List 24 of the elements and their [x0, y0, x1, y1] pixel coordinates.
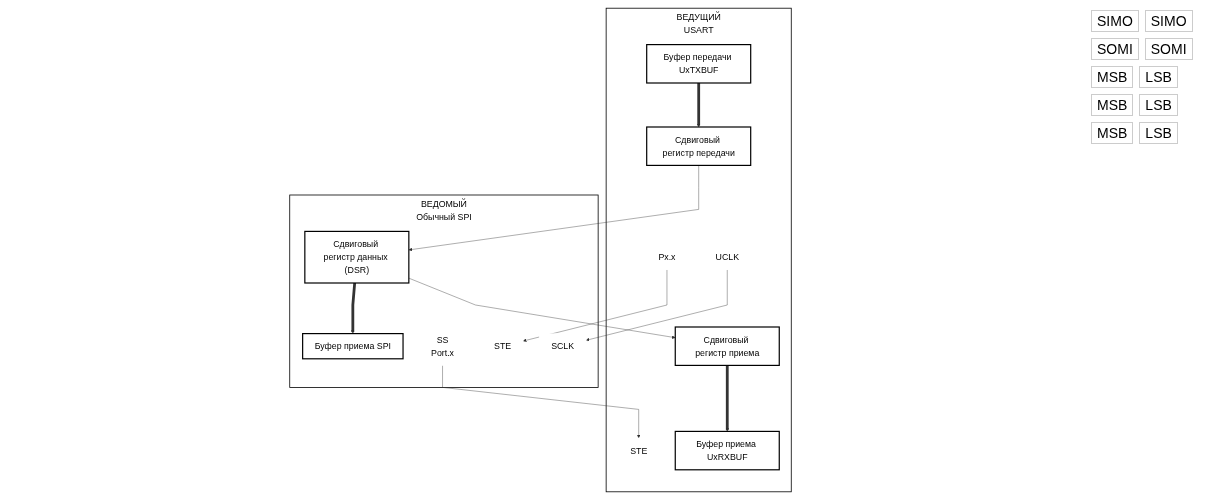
- node-box: Сдвиговый регистр приема: [674, 326, 780, 366]
- pin-label: SIMO: [1091, 10, 1139, 32]
- pin-label: SIMO: [1144, 10, 1193, 32]
- pin-label: MSB: [1091, 66, 1134, 88]
- node-text: STE: [630, 445, 648, 456]
- pin-label: MSB: [1091, 94, 1134, 116]
- node-text: UCLK: [715, 252, 739, 263]
- node-box: Сдвиговый регистр данных (DSR): [304, 230, 410, 284]
- arrow: [351, 282, 357, 334]
- pin-label: LSB: [1139, 66, 1178, 88]
- node-text: Px.x: [658, 252, 676, 263]
- pin-label: SOMI: [1091, 38, 1139, 60]
- node-text: STE: [494, 341, 512, 352]
- node-box: Буфер приема UxRXBUF: [674, 430, 780, 471]
- node-box: Буфер приема SPI: [302, 333, 404, 360]
- pin-label: SOMI: [1144, 38, 1193, 60]
- node-box: Сдвиговый регистр передачи: [646, 126, 752, 166]
- arrow: [696, 83, 701, 128]
- node-text: SS Port.x: [431, 334, 455, 358]
- pin-label: MSB: [1091, 122, 1134, 144]
- pin-label: LSB: [1139, 94, 1178, 116]
- arrow: [725, 365, 729, 432]
- pin-label: LSB: [1139, 122, 1178, 144]
- node-box: Буфер передачи UxTXBUF: [646, 44, 752, 84]
